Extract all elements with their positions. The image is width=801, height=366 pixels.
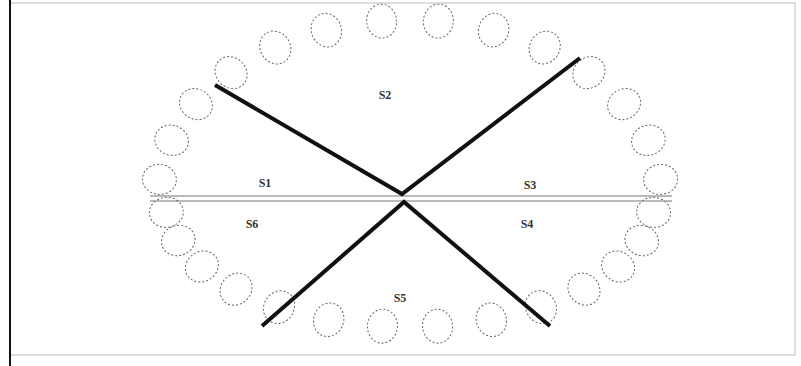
tooth-outline	[421, 308, 455, 345]
tooth-outline	[365, 3, 399, 40]
sextant-divider	[215, 58, 580, 194]
sextant-label: S1	[259, 177, 272, 189]
tooth-outline	[213, 267, 258, 312]
tooth-outline	[157, 221, 199, 260]
tooth-outline	[141, 163, 178, 196]
tooth-outline	[307, 9, 347, 51]
sextant-label: S6	[246, 218, 259, 230]
sextant-label: S3	[524, 179, 537, 191]
tooth-outline	[602, 82, 647, 125]
tooth-outline	[174, 82, 219, 125]
tooth-outline	[151, 121, 193, 160]
midline	[150, 200, 672, 201]
frame	[10, 3, 795, 355]
sextant-label: S2	[379, 89, 392, 101]
teeth	[141, 3, 679, 345]
tooth-outline	[523, 25, 567, 70]
sextant-label: S4	[521, 218, 534, 230]
tooth-outline	[180, 245, 225, 288]
tooth-outline	[561, 267, 606, 312]
tooth-outline	[474, 9, 514, 51]
tooth-outline	[309, 299, 349, 341]
tooth-outline	[366, 308, 400, 345]
frame-edge	[9, 0, 11, 366]
tooth-outline	[472, 299, 512, 341]
tooth-outline	[566, 50, 611, 95]
midline	[150, 195, 672, 196]
sextant-divider	[262, 202, 550, 326]
tooth-outline	[254, 25, 298, 70]
tooth-outline	[642, 163, 679, 196]
sextant-label: S5	[394, 292, 407, 304]
tooth-outline	[627, 121, 669, 160]
tooth-outline	[208, 50, 253, 95]
tooth-outline	[422, 3, 456, 40]
